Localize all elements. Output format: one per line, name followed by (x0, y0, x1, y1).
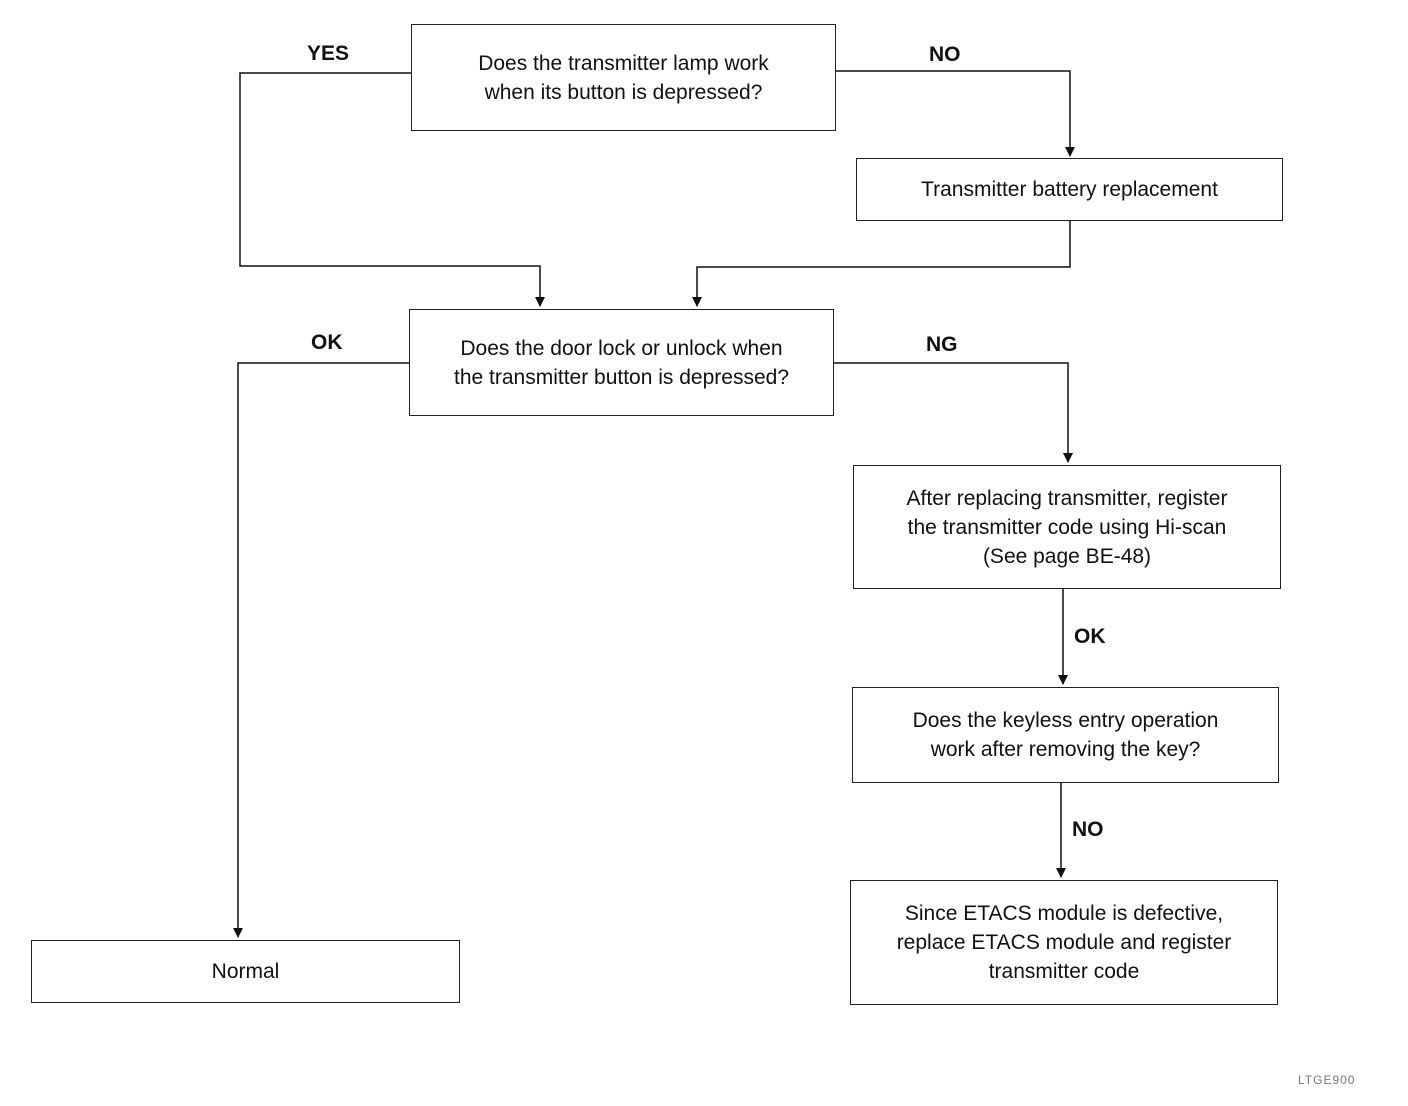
keyless-entry-question-text: Does the keyless entry operation work af… (912, 709, 1219, 761)
battery-replacement-box: Transmitter battery replacement (856, 158, 1283, 221)
transmitter-lamp-question-box: Does the transmitter lamp work when its … (411, 24, 836, 131)
no-connector (835, 70, 1075, 157)
door-ok-label: OK (311, 331, 343, 354)
replace-ok-label: OK (1074, 625, 1106, 648)
etacs-defective-text: Since ETACS module is defective, replace… (896, 902, 1232, 983)
etacs-defective-box: Since ETACS module is defective, replace… (850, 880, 1278, 1005)
ok-to-normal-connector (233, 362, 409, 938)
yes-connector (239, 72, 545, 307)
keyless-no-label: NO (1072, 818, 1104, 841)
normal-box: Normal (31, 940, 460, 1003)
keyless-entry-question-box: Does the keyless entry operation work af… (852, 687, 1279, 783)
lamp-yes-label: YES (307, 42, 350, 65)
battery-to-door-connector (692, 220, 1071, 307)
lamp-no-label: NO (929, 43, 961, 66)
door-lock-question-box: Does the door lock or unlock when the tr… (409, 309, 834, 416)
door-ng-label: NG (926, 333, 958, 356)
figure-code: LTGE900 (1298, 1073, 1356, 1087)
replace-transmitter-box: After replacing transmitter, register th… (853, 465, 1281, 589)
ng-connector (833, 362, 1073, 463)
replace-transmitter-text: After replacing transmitter, register th… (906, 486, 1228, 568)
battery-replacement-text: Transmitter battery replacement (921, 178, 1218, 201)
normal-text: Normal (211, 960, 280, 983)
door-lock-question-text: Does the door lock or unlock when the tr… (453, 336, 789, 389)
transmitter-lamp-question-text: Does the transmitter lamp work when its … (478, 51, 769, 104)
